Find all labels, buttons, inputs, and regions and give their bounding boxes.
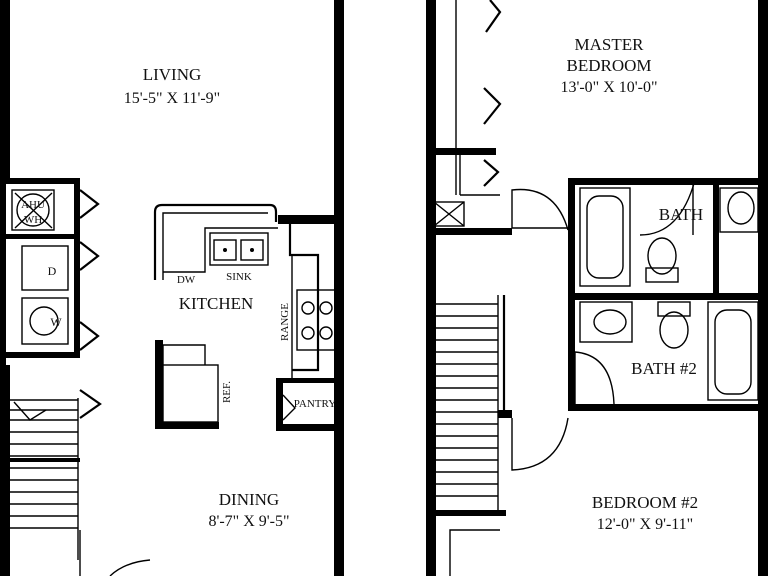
bedroom2-label: BEDROOM #2: [592, 493, 698, 512]
bedroom2-size: 12'-0" X 9'-11": [597, 516, 693, 533]
first-floor-stairs: [10, 398, 151, 576]
pantry-label: PANTRY: [294, 398, 336, 410]
master-closet: [433, 0, 502, 227]
range-label: RANGE: [279, 303, 291, 341]
utility-closet: [11, 189, 102, 419]
second-floor-walls: [426, 0, 768, 576]
master-bedroom-label-line1: MASTER: [575, 35, 645, 54]
master-bedroom-size: 13'-0" X 10'-0": [560, 79, 657, 96]
ahu-label: AHU: [21, 199, 45, 211]
living-room-label: LIVING: [143, 65, 202, 84]
bath2-fixtures: [574, 301, 759, 405]
bath-fixtures: [579, 179, 759, 287]
dining-room-size: 8'-7" X 9'-5": [208, 513, 289, 530]
dishwasher-label: DW: [177, 274, 196, 286]
dining-room-label: DINING: [219, 490, 279, 509]
master-door: [511, 188, 569, 231]
kitchen-counters: [153, 203, 340, 423]
master-bedroom-label-line2: BEDROOM: [566, 56, 651, 75]
second-floor-stairs: [436, 295, 569, 576]
wh-label: WH: [24, 214, 42, 226]
bath-label: BATH: [659, 205, 703, 224]
dryer-label: D: [48, 264, 57, 278]
first-floor-walls: [0, 0, 344, 576]
refrigerator-label: REF.: [221, 381, 233, 403]
living-room-size: 15'-5" X 11'-9": [124, 90, 220, 107]
pantry-door: [282, 394, 296, 421]
washer-label: W: [50, 315, 62, 329]
kitchen-label: KITCHEN: [179, 294, 254, 313]
bath2-label: BATH #2: [631, 359, 697, 378]
sink-label: SINK: [226, 271, 252, 283]
